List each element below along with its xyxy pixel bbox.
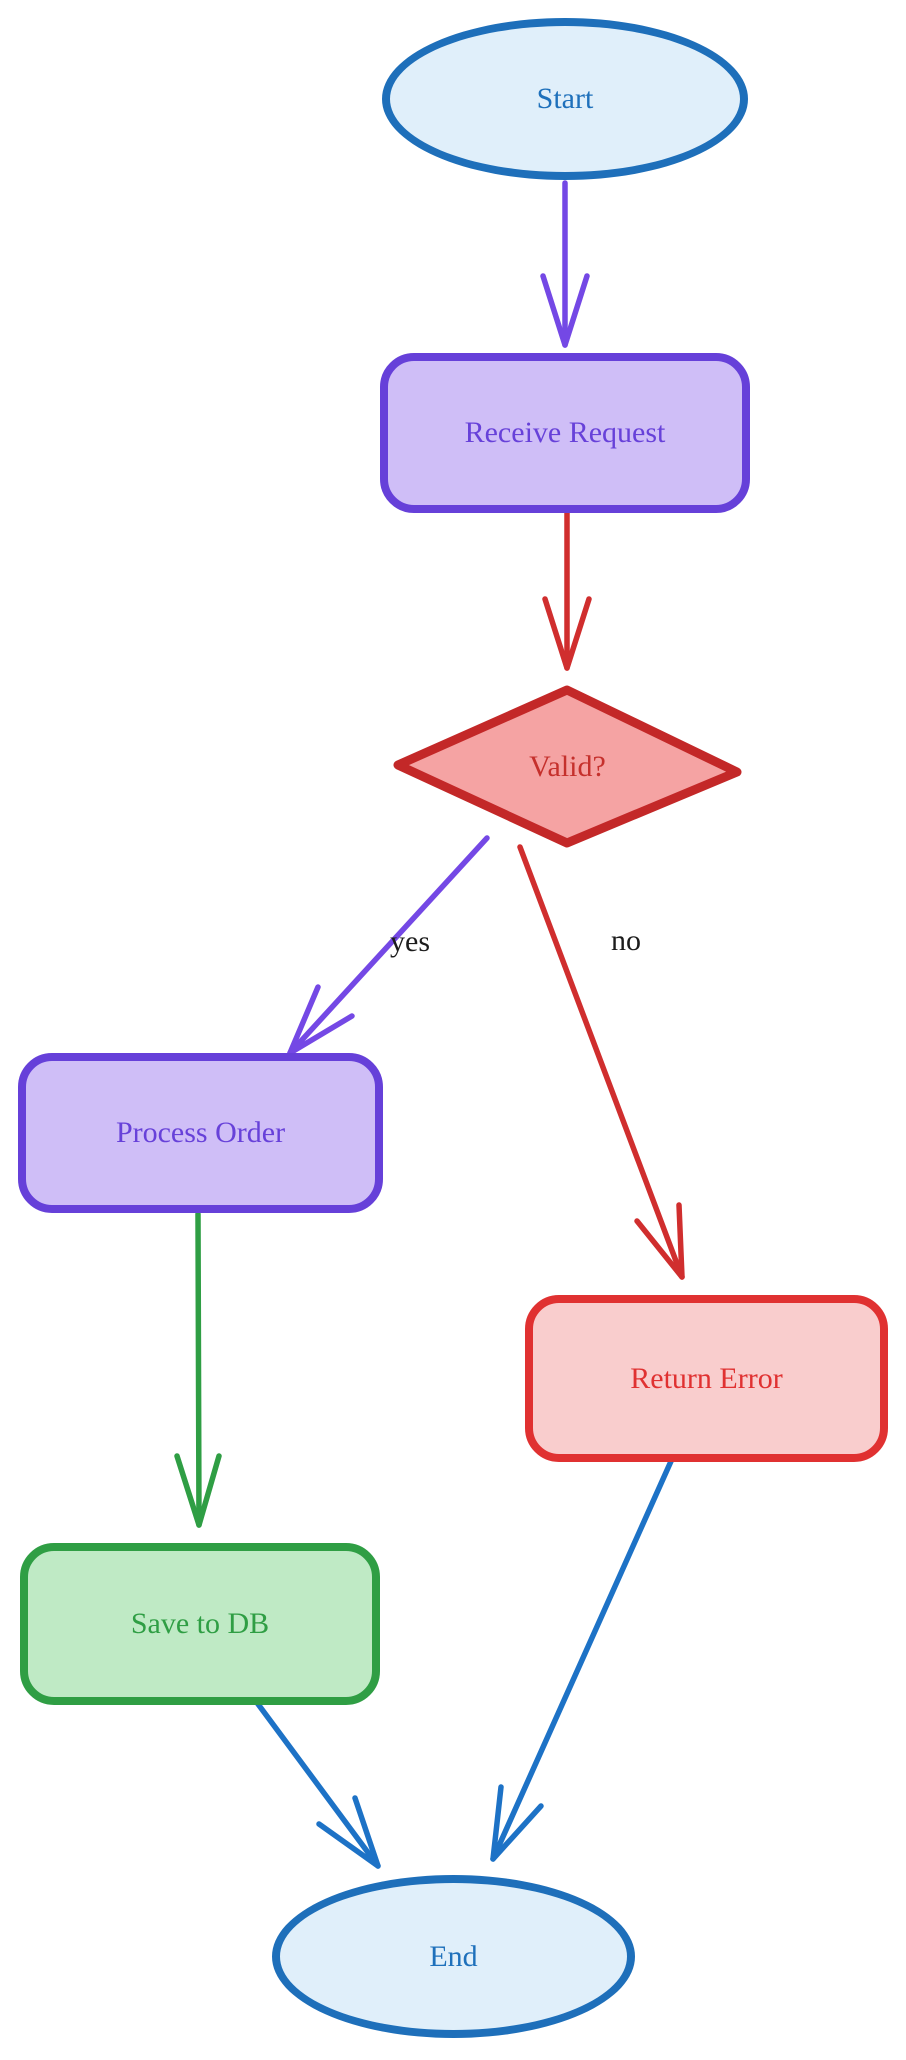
node-save-to-db-label: Save to DB — [130, 1607, 270, 1640]
edge-process-to-save[interactable] — [174, 1211, 222, 1528]
edge-label-yes: yes — [390, 925, 430, 958]
edge-valid-to-process-shaft — [287, 835, 490, 1056]
edge-valid-to-return-shaft — [517, 844, 685, 1280]
node-receive-request-label: Receive Request — [464, 416, 666, 449]
arrowhead-icon — [316, 1795, 381, 1869]
edge-return-to-end[interactable] — [490, 1456, 675, 1862]
edge-save-to-end[interactable] — [252, 1697, 381, 1869]
node-process-order[interactable]: Process Order — [18, 1053, 383, 1213]
node-end[interactable]: End — [272, 1875, 635, 2038]
node-end-label: End — [429, 1939, 478, 1973]
diamond-shape — [393, 685, 742, 848]
node-start[interactable]: Start — [382, 18, 748, 180]
edge-start-to-receive[interactable] — [540, 180, 590, 348]
node-valid-label: Valid? — [529, 749, 606, 783]
node-return-error[interactable]: Return Error — [525, 1295, 888, 1462]
diamond-polygon — [393, 685, 742, 848]
arrowhead-icon — [490, 1784, 544, 1862]
node-receive-request[interactable]: Receive Request — [380, 353, 750, 513]
arrowhead-icon — [540, 273, 590, 348]
node-save-to-db[interactable]: Save to DB — [20, 1543, 380, 1705]
edge-receive-to-valid[interactable] — [542, 510, 592, 671]
edge-process-to-save-shaft — [195, 1211, 202, 1528]
edge-save-to-end-shaft — [252, 1697, 381, 1869]
node-start-label: Start — [536, 82, 594, 115]
node-process-order-label: Process Order — [115, 1116, 286, 1149]
edge-return-to-end-shaft — [490, 1456, 675, 1862]
arrowhead-icon — [542, 596, 592, 671]
arrowhead-icon — [634, 1202, 685, 1280]
node-valid-decision[interactable]: Valid? — [390, 682, 745, 851]
edge-label-no: no — [611, 924, 641, 957]
node-return-error-label: Return Error — [630, 1361, 783, 1395]
arrowhead-icon — [174, 1453, 222, 1528]
edge-valid-to-return[interactable] — [517, 844, 685, 1280]
